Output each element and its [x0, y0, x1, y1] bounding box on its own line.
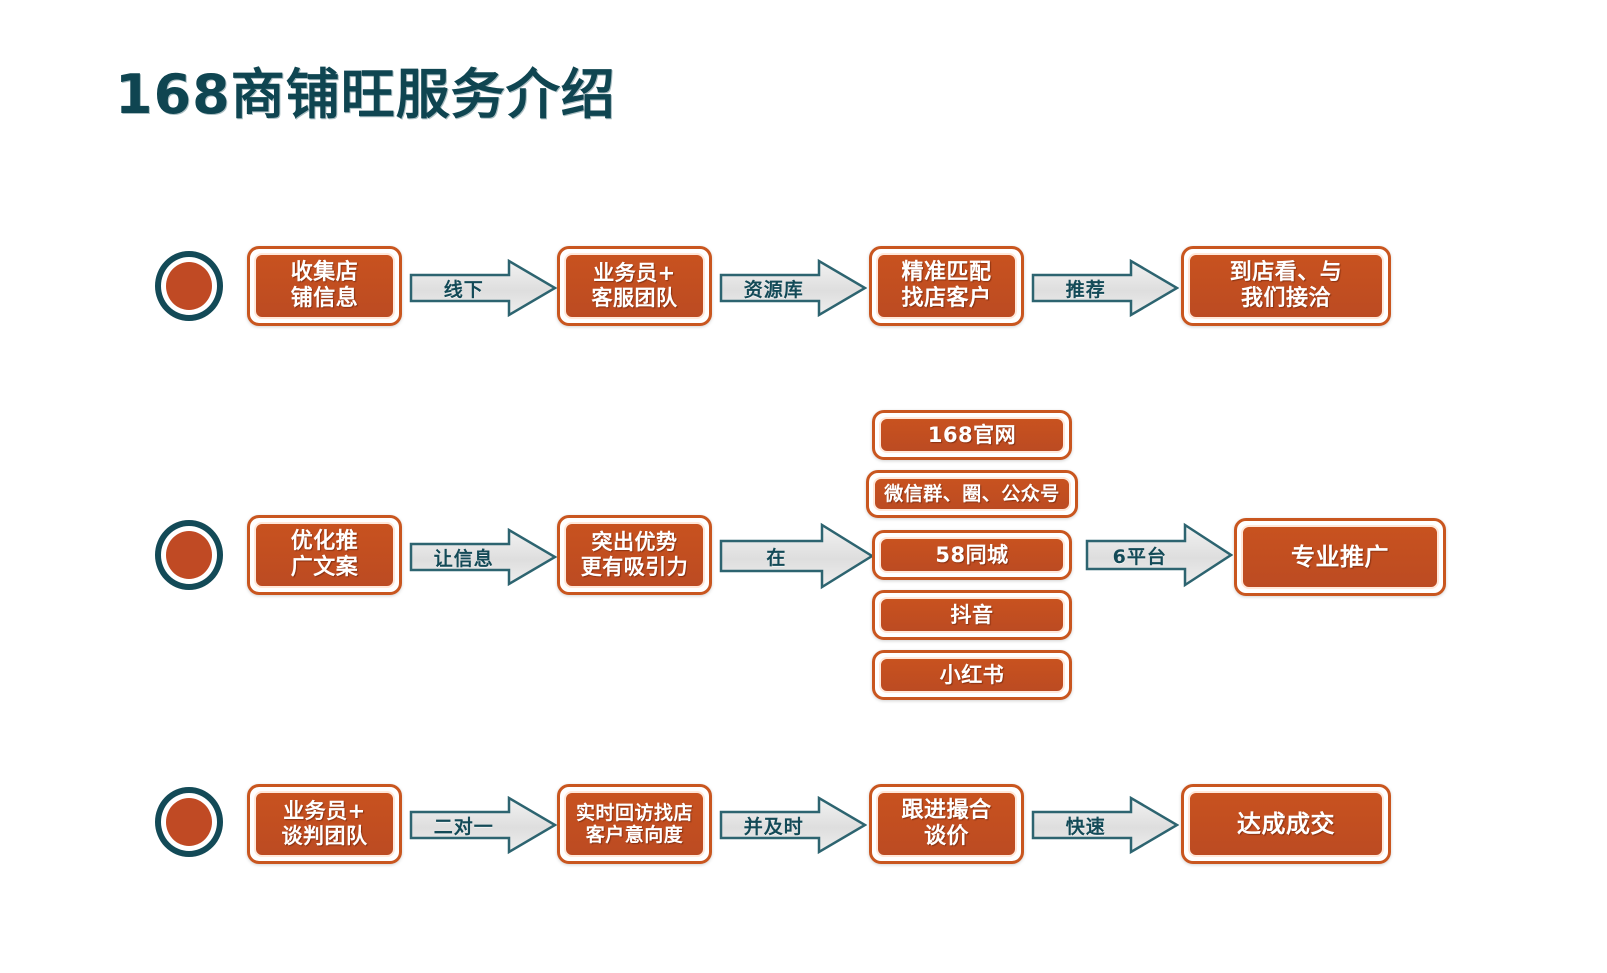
row-1-arrow-2: 资源库: [719, 258, 867, 318]
row-2-arrow-3-label: 6平台: [1112, 545, 1167, 568]
row-2-platform-2-label: 微信群、圈、公众号: [873, 477, 1071, 511]
row-1-arrow-2-label: 资源库: [743, 278, 804, 301]
bullet-dot: [166, 798, 212, 846]
row-2-arrow-2-label: 在: [766, 546, 787, 569]
bullet-dot: [166, 531, 212, 579]
row-1-step-2-label: 业务员+ 客服团队: [564, 253, 705, 319]
row-1-bullet: [155, 251, 223, 321]
row-3-bullet: [155, 787, 223, 857]
row-2-step-2[interactable]: 突出优势 更有吸引力: [557, 515, 712, 595]
arrow-shape-icon: [719, 258, 867, 318]
row-1-arrow-1: 线下: [409, 258, 557, 318]
row-1-arrow-1-label: 线下: [443, 278, 484, 301]
row-1-arrow-3-label: 推荐: [1065, 278, 1106, 301]
row-2-arrow-2: 在: [719, 522, 874, 590]
row-2-arrow-1: 让信息: [409, 527, 557, 587]
page-title: 168商铺旺服务介绍: [115, 63, 616, 126]
row-3-step-4-label: 达成成交: [1188, 791, 1384, 857]
row-1-step-4-label: 到店看、与 我们接洽: [1188, 253, 1384, 319]
row-2-platform-4-label: 抖音: [879, 597, 1065, 633]
row-3-arrow-2: 并及时: [719, 795, 867, 855]
row-2-platform-5-label: 小红书: [879, 657, 1065, 693]
row-3-step-1-label: 业务员+ 谈判团队: [254, 791, 395, 857]
row-3-arrow-1: 二对一: [409, 795, 557, 855]
arrow-shape-icon: [409, 527, 557, 587]
row-2-step-3[interactable]: 专业推广: [1234, 518, 1446, 596]
row-3-step-4[interactable]: 达成成交: [1181, 784, 1391, 864]
row-1-step-4[interactable]: 到店看、与 我们接洽: [1181, 246, 1391, 326]
bullet-dot: [166, 262, 212, 310]
row-2-platform-1-label: 168官网: [879, 417, 1065, 453]
row-3-step-2-label: 实时回访找店 客户意向度: [564, 791, 705, 857]
row-1-step-1-label: 收集店 铺信息: [254, 253, 395, 319]
arrow-shape-icon: [719, 795, 867, 855]
row-3-arrow-2-label: 并及时: [743, 815, 804, 838]
row-2-step-1[interactable]: 优化推 广文案: [247, 515, 402, 595]
row-1-step-3-label: 精准匹配 找店客户: [876, 253, 1017, 319]
row-2-step-3-label: 专业推广: [1241, 525, 1439, 589]
row-2-platform-2[interactable]: 微信群、圈、公众号: [866, 470, 1078, 518]
row-2-platform-3-label: 58同城: [879, 537, 1065, 573]
row-2-step-2-label: 突出优势 更有吸引力: [564, 522, 705, 588]
row-3-step-3[interactable]: 跟进撮合 谈价: [869, 784, 1024, 864]
row-1-step-3[interactable]: 精准匹配 找店客户: [869, 246, 1024, 326]
row-1-step-1[interactable]: 收集店 铺信息: [247, 246, 402, 326]
row-3-step-2[interactable]: 实时回访找店 客户意向度: [557, 784, 712, 864]
arrow-shape-icon: [409, 795, 557, 855]
row-3-step-3-label: 跟进撮合 谈价: [876, 791, 1017, 857]
row-3-step-1[interactable]: 业务员+ 谈判团队: [247, 784, 402, 864]
arrow-shape-icon: [1031, 258, 1179, 318]
row-3-arrow-1-label: 二对一: [433, 815, 494, 838]
row-1-step-2[interactable]: 业务员+ 客服团队: [557, 246, 712, 326]
row-2-platform-5[interactable]: 小红书: [872, 650, 1072, 700]
row-2-platform-1[interactable]: 168官网: [872, 410, 1072, 460]
row-2-arrow-3: 6平台: [1085, 522, 1233, 588]
row-2-platform-4[interactable]: 抖音: [872, 590, 1072, 640]
arrow-shape-icon: [1085, 522, 1233, 588]
row-3-arrow-3-label: 快速: [1065, 815, 1106, 838]
row-2-arrow-1-label: 让信息: [433, 547, 494, 570]
arrow-shape-icon: [409, 258, 557, 318]
arrow-shape-icon: [719, 522, 874, 590]
arrow-shape-icon: [1031, 795, 1179, 855]
row-3-arrow-3: 快速: [1031, 795, 1179, 855]
row-1-arrow-3: 推荐: [1031, 258, 1179, 318]
row-2-platform-3[interactable]: 58同城: [872, 530, 1072, 580]
row-2-bullet: [155, 520, 223, 590]
row-2-step-1-label: 优化推 广文案: [254, 522, 395, 588]
